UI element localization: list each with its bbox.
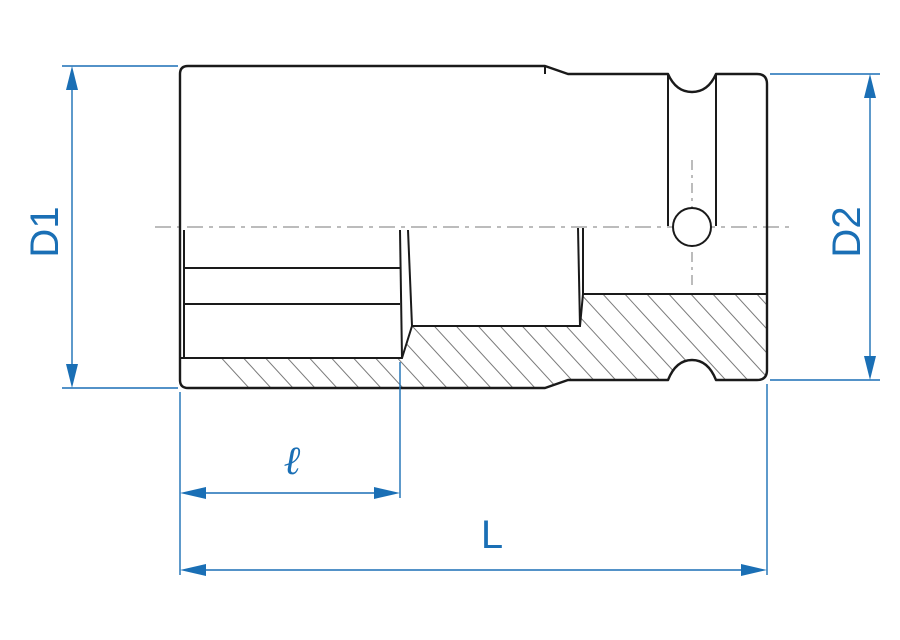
inner-bore-lines [179, 66, 767, 359]
hatch-line [501, 294, 613, 388]
hatch-line [743, 294, 767, 388]
hatch-line [180, 294, 261, 388]
hatch-line [832, 280, 900, 400]
hatch-line [457, 294, 569, 388]
hatch-line [589, 294, 701, 388]
hatch-line [303, 294, 415, 388]
hatch-line [611, 294, 723, 388]
hatch-line [325, 294, 437, 388]
hatch-line [567, 294, 679, 388]
hatch-line [876, 280, 900, 400]
hatch-line [180, 294, 283, 388]
length-arrow-right [741, 564, 767, 576]
d2-arrow-top [864, 74, 876, 98]
hatch-line [347, 294, 459, 388]
hatch-line [369, 294, 481, 388]
section-hatch [180, 280, 900, 400]
hatch-line [479, 294, 591, 388]
dimension-arrows [66, 66, 876, 576]
hatch-line [633, 294, 745, 388]
ell-label: ℓ [284, 438, 301, 483]
hatch-line [699, 294, 767, 388]
hatch-line [215, 294, 327, 388]
hatch-line [854, 280, 900, 400]
hatch-line [237, 294, 349, 388]
pin-hole [672, 207, 712, 247]
socket-outline [178, 64, 769, 390]
hatch-line [435, 294, 547, 388]
d1-label: D1 [23, 206, 67, 257]
hatch-line [259, 294, 371, 388]
hatch-line [677, 294, 767, 388]
length-label: L [481, 513, 503, 557]
hatch-line [788, 280, 898, 400]
ell-arrow-right [374, 487, 400, 499]
hatch-line [413, 294, 525, 388]
d2-arrow-bottom [864, 356, 876, 380]
length-arrow-left [180, 564, 206, 576]
ell-arrow-left [180, 487, 206, 499]
hatch-line [655, 294, 767, 388]
hatch-line [810, 280, 900, 400]
d2-label: D2 [825, 206, 869, 257]
dimension-lines [62, 65, 880, 575]
d1-arrow-bottom [66, 364, 78, 388]
hatch-line [765, 294, 767, 388]
d1-arrow-top [66, 66, 78, 90]
hatch-line [721, 294, 767, 388]
hatch-line [281, 294, 393, 388]
hatch-line [193, 294, 305, 388]
